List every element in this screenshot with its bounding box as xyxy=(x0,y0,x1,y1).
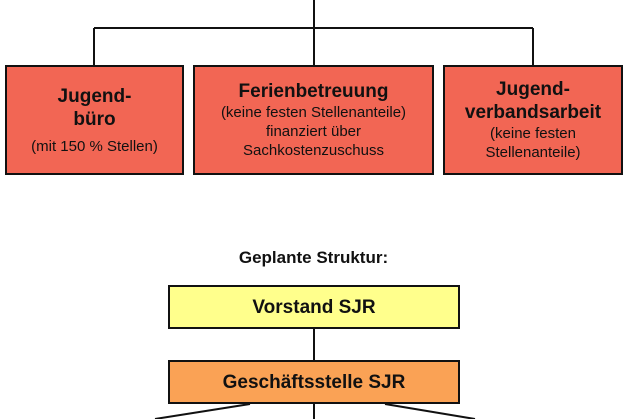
jugendverbandsarbeit-note-line1: (keine festen xyxy=(490,125,576,142)
jugendbuero-title-line1: Jugend- xyxy=(57,85,132,107)
connector-branch-right xyxy=(384,403,476,419)
box-geschaeftsstelle-sjr: Geschäftsstelle SJR xyxy=(168,360,460,404)
box-jugendverbandsarbeit: Jugend- verbandsarbeit (keine festen Ste… xyxy=(443,65,623,175)
jugendbuero-note: (mit 150 % Stellen) xyxy=(31,137,158,155)
box-ferienbetreuung: Ferienbetreuung (keine festen Stellenant… xyxy=(193,65,434,175)
ferienbetreuung-note-line3: Sachkostenzuschuss xyxy=(243,142,384,159)
ferienbetreuung-note-line2: finanziert über xyxy=(265,123,362,140)
planned-structure-heading: Geplante Struktur: xyxy=(238,248,389,267)
box-vorstand-sjr: Vorstand SJR xyxy=(168,285,460,329)
geschaeftsstelle-label: Geschäftsstelle SJR xyxy=(222,371,406,393)
ferienbetreuung-note-line1: (keine festen Stellenanteile) xyxy=(220,104,407,121)
jugendbuero-title-line2: büro xyxy=(73,108,116,130)
vorstand-label: Vorstand SJR xyxy=(252,296,376,318)
jugendverbandsarbeit-title-line2: verbandsarbeit xyxy=(464,102,602,123)
ferienbetreuung-title: Ferienbetreuung xyxy=(238,81,389,102)
jugendverbandsarbeit-note-line2: Stellenanteile) xyxy=(485,144,581,161)
box-jugendbuero: Jugend- büro (mit 150 % Stellen) xyxy=(5,65,184,175)
connector-branch-left xyxy=(154,403,251,419)
jugendverbandsarbeit-title-line1: Jugend- xyxy=(496,79,570,100)
